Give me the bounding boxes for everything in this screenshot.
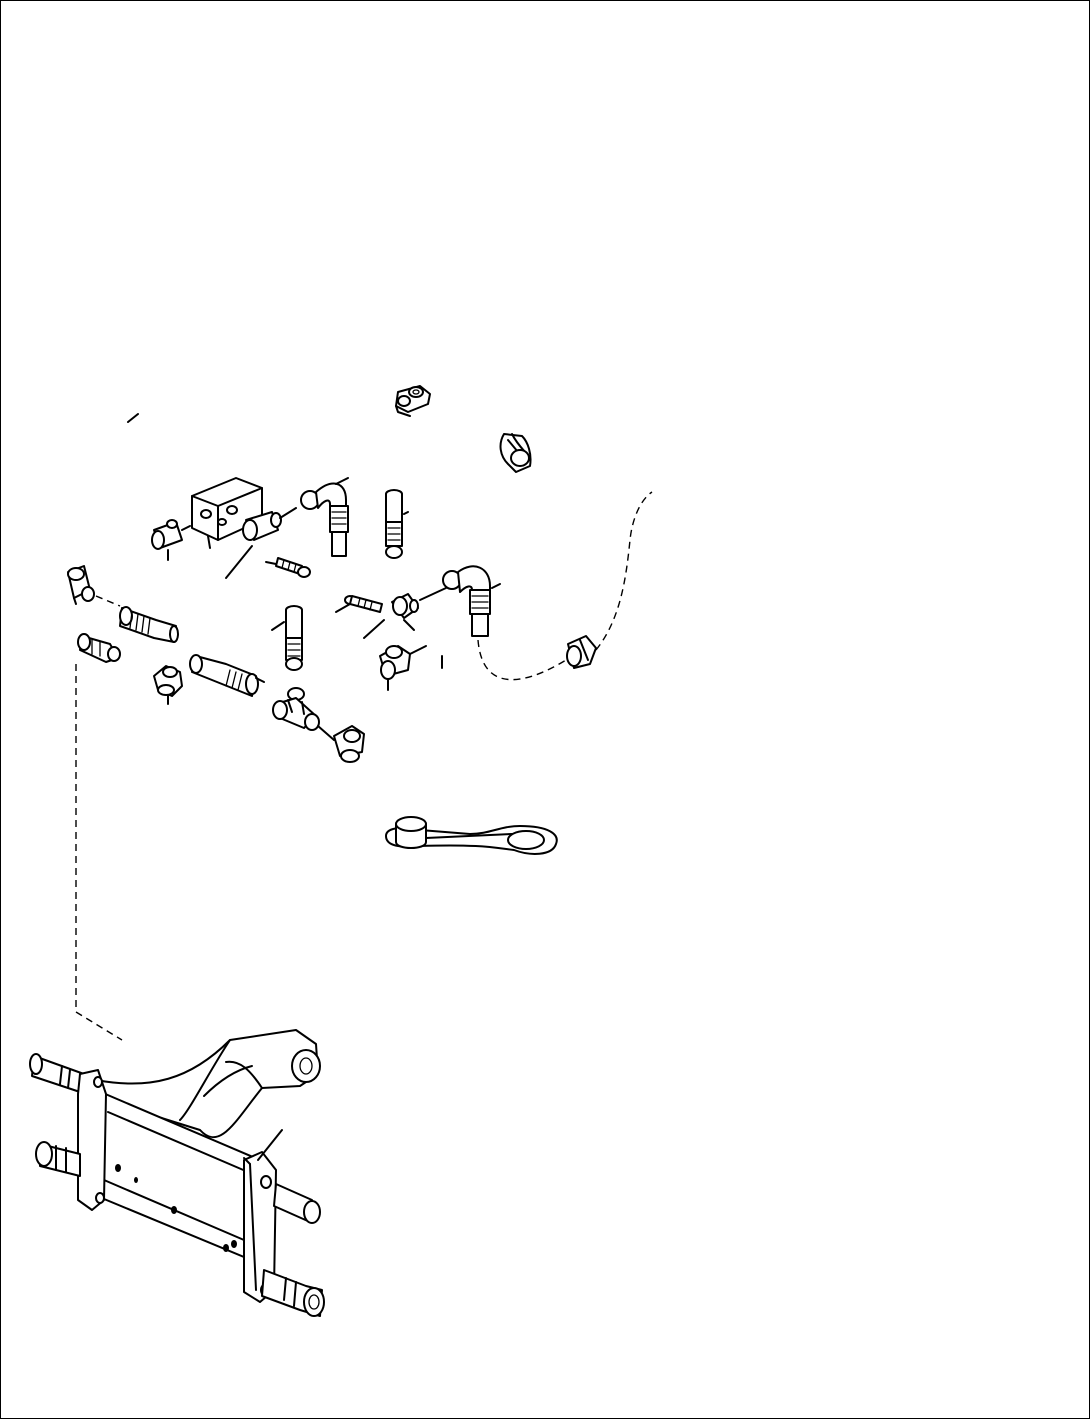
banjo-bolt [225,545,311,579]
hose-clip [499,433,532,473]
connector-hose-left [119,606,179,643]
elbow-hose-upper [300,477,349,557]
straight-hose-lower [271,605,303,671]
hose-clip-right [566,635,597,669]
union-fitting-upper [242,507,297,541]
hose-route-dash [477,639,567,681]
hose-clamp-top [395,385,431,417]
elbow-fitting-small [153,665,183,705]
banjo-bolt-right [335,595,383,613]
elbow-fitting-left-upper [151,519,211,561]
straight-hose-upper [385,489,409,559]
union-fitting-right [363,587,447,639]
elbow-fitting-left [67,565,95,605]
leader-line [127,413,139,423]
elbow-fitting-lower [317,725,365,763]
connector-hose-center [189,654,265,697]
elbow-fitting-right [379,645,443,691]
hose-route-dash-right [595,491,653,651]
plug-left [77,633,121,663]
elbow-hose-right [442,565,501,637]
axle-route-dash [75,664,123,1041]
tee-fitting [272,687,320,731]
dust-cap-with-strap [385,816,558,855]
front-axle-frame [29,1029,325,1317]
connector-dash [95,595,121,607]
